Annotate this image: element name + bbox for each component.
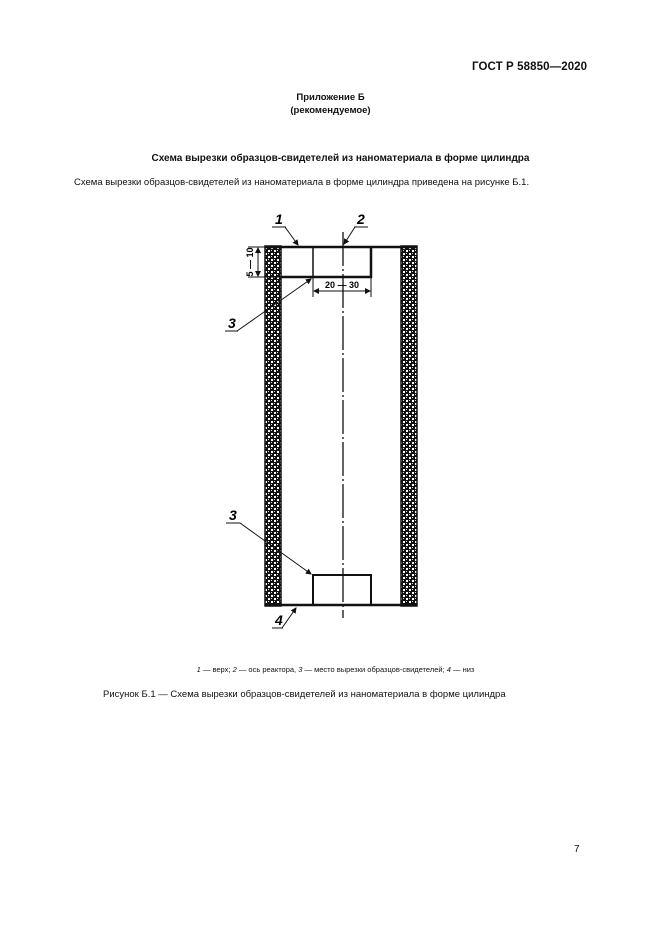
label-3-lower: 3 [229, 507, 237, 523]
appendix-status: (рекомендуемое) [290, 105, 371, 116]
legend-num-2: 2 [232, 665, 237, 674]
legend-text-4: — низ [450, 665, 475, 674]
width-dimension-text: 20 — 30 [325, 280, 359, 290]
appendix-heading: Приложение Б (рекомендуемое) [0, 91, 661, 117]
legend-text-3: — место вырезки образцов-свидетелей; [302, 665, 447, 674]
left-wall [264, 245, 282, 607]
legend-num-4: 4 [446, 665, 451, 674]
standard-id: ГОСТ Р 58850—2020 [472, 61, 588, 73]
section-title: Схема вырезки образцов-свидетелей из нан… [151, 153, 530, 164]
intro-paragraph: Схема вырезки образцов-свидетелей из нан… [74, 177, 530, 188]
height-dimension: 5 — 10 [245, 246, 281, 278]
legend-num-1: 1 [196, 665, 201, 674]
right-wall [400, 245, 418, 607]
legend-num-3: 3 [298, 665, 303, 674]
callout-cut-upper: 3 [225, 278, 312, 332]
lower-sample-area [312, 574, 372, 606]
legend-text-2: — ось реактора, [236, 665, 299, 674]
label-4: 4 [274, 612, 283, 628]
label-2: 2 [356, 211, 365, 227]
figure-legend: 1 — верх; 2 — ось реактора, 3 — место вы… [0, 665, 661, 674]
cylinder-walls [264, 245, 418, 607]
label-3-upper: 3 [228, 315, 236, 331]
legend-text-1: — верх; [200, 665, 233, 674]
figure-caption: Рисунок Б.1 — Схема вырезки образцов-сви… [103, 689, 506, 700]
callout-bottom: 4 [272, 607, 297, 629]
page-number: 7 [574, 844, 580, 855]
width-dimension: 20 — 30 [312, 278, 372, 297]
height-dimension-text: 5 — 10 [245, 247, 255, 276]
label-1: 1 [275, 211, 283, 227]
appendix-title: Приложение Б [296, 92, 365, 103]
callout-axis: 2 [343, 211, 368, 245]
upper-sample-area [281, 247, 373, 279]
callout-top: 1 [272, 211, 299, 246]
callout-cut-lower: 3 [226, 507, 312, 575]
